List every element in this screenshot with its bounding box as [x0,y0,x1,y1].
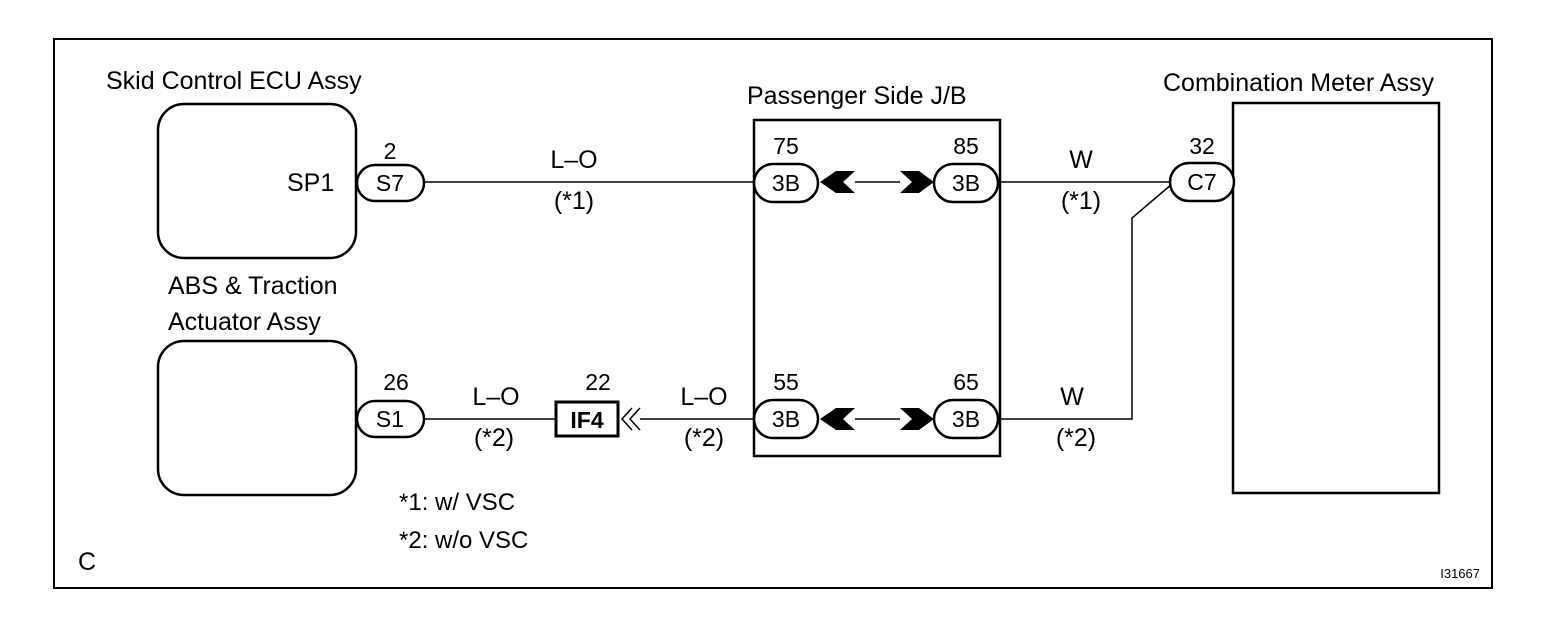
pin-jb-85: 85 [953,133,979,159]
connector-s1 [355,399,426,439]
pin-jb-55: 55 [773,369,799,395]
connector-s7-label: S7 [376,170,404,196]
skid-control-ecu-label: Skid Control ECU Assy [106,67,362,95]
connector-if4 [554,400,620,438]
junction-block-label: Passenger Side J/B [747,82,967,110]
wire-actuator-to-if4-note: (*2) [474,424,514,452]
connector-jb-75-label: 3B [772,170,800,196]
wire-jb-to-meter-top-color: W [1069,146,1093,174]
note-wo-vsc: *2: w/o VSC [399,527,528,554]
terminal-sp1-label: SP1 [287,169,334,197]
jb-arrow-right-top-icon [900,171,934,193]
wire-jb-to-meter-bottom-note: (*2) [1056,424,1096,452]
wire-jb-to-meter-top-note: (*1) [1061,187,1101,215]
pin-c7: 32 [1189,133,1215,159]
wire-jb-to-meter-bottom [998,183,1173,420]
abs-actuator-label-line2: Actuator Assy [168,308,321,336]
if4-chevron-icon-inner [628,407,641,431]
junction-block-box [752,118,1002,458]
wire-jb-to-meter-bottom-color: W [1060,383,1084,411]
jb-arrow-left-top-icon [820,171,855,193]
combination-meter-label: Combination Meter Assy [1163,69,1434,97]
pin-s1: 26 [383,369,409,395]
combination-meter-box [1231,101,1441,495]
figure-id: I31667 [1440,566,1480,581]
pin-jb-75: 75 [773,133,799,159]
connector-if4-label: IF4 [570,407,603,433]
connector-s1-label: S1 [376,406,404,432]
connector-jb-55 [752,398,820,440]
connector-jb-85 [932,162,1000,204]
wire-if4-to-jb-note: (*2) [684,424,724,452]
wire-if4-to-jb-color: L–O [680,383,727,411]
connector-s7 [355,163,426,203]
corner-label: C [78,548,96,576]
wire-ecu-to-jb-color: L–O [550,146,597,174]
jb-arrow-right-bottom-icon [900,408,934,430]
abs-actuator-label-line1: ABS & Traction [168,272,338,300]
pin-jb-65: 65 [953,369,979,395]
connector-jb-85-label: 3B [952,170,980,196]
connector-jb-75 [752,162,820,204]
connector-c7-label: C7 [1187,169,1216,195]
if4-chevron-icon-outer [620,407,633,431]
connector-c7 [1168,161,1236,203]
note-w-vsc: *1: w/ VSC [399,489,515,516]
abs-actuator-box [156,339,358,497]
wire-actuator-to-if4-color: L–O [472,383,519,411]
connector-jb-55-label: 3B [772,406,800,432]
connector-jb-65-label: 3B [952,406,980,432]
pin-s7: 2 [384,138,397,164]
diagram-frame [53,38,1493,589]
jb-arrow-left-bottom-icon [820,408,855,430]
wire-ecu-to-jb-note: (*1) [554,187,594,215]
pin-if4: 22 [585,369,611,395]
